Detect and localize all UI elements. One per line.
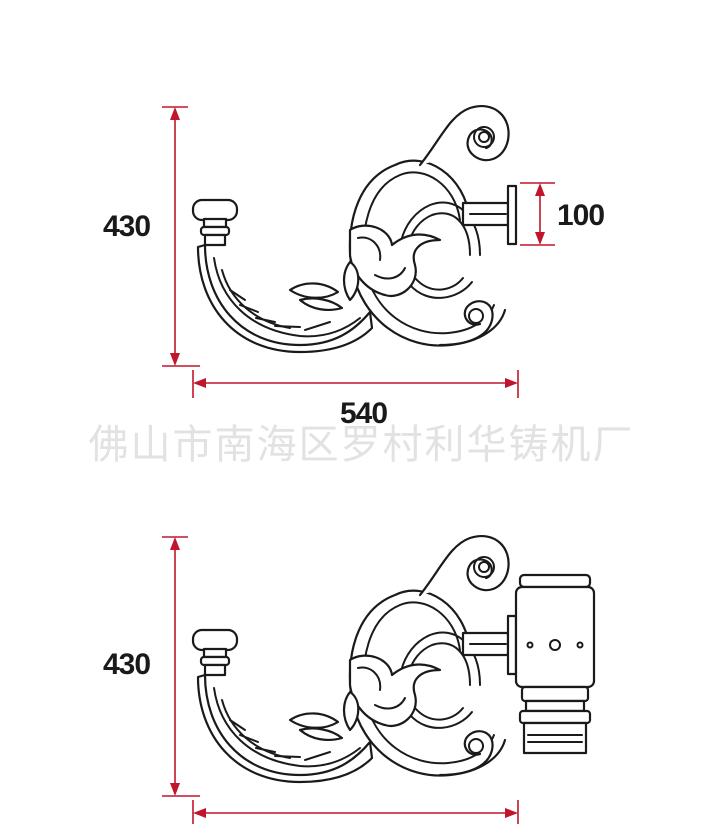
bracket-drawing-top: [191, 104, 518, 354]
bracket-drawing-bottom: [191, 534, 596, 784]
company-watermark: 佛山市南海区罗村利华铸机厂: [88, 422, 635, 468]
width-dimension-label-top: 540: [340, 397, 388, 430]
height-dimension-label-bottom: 430: [103, 648, 151, 681]
mount-dimension-label: 100: [557, 199, 605, 232]
height-dimension-label-top: 430: [103, 210, 151, 243]
pole-illustration: [514, 573, 596, 755]
dimension-lines: [162, 106, 555, 824]
